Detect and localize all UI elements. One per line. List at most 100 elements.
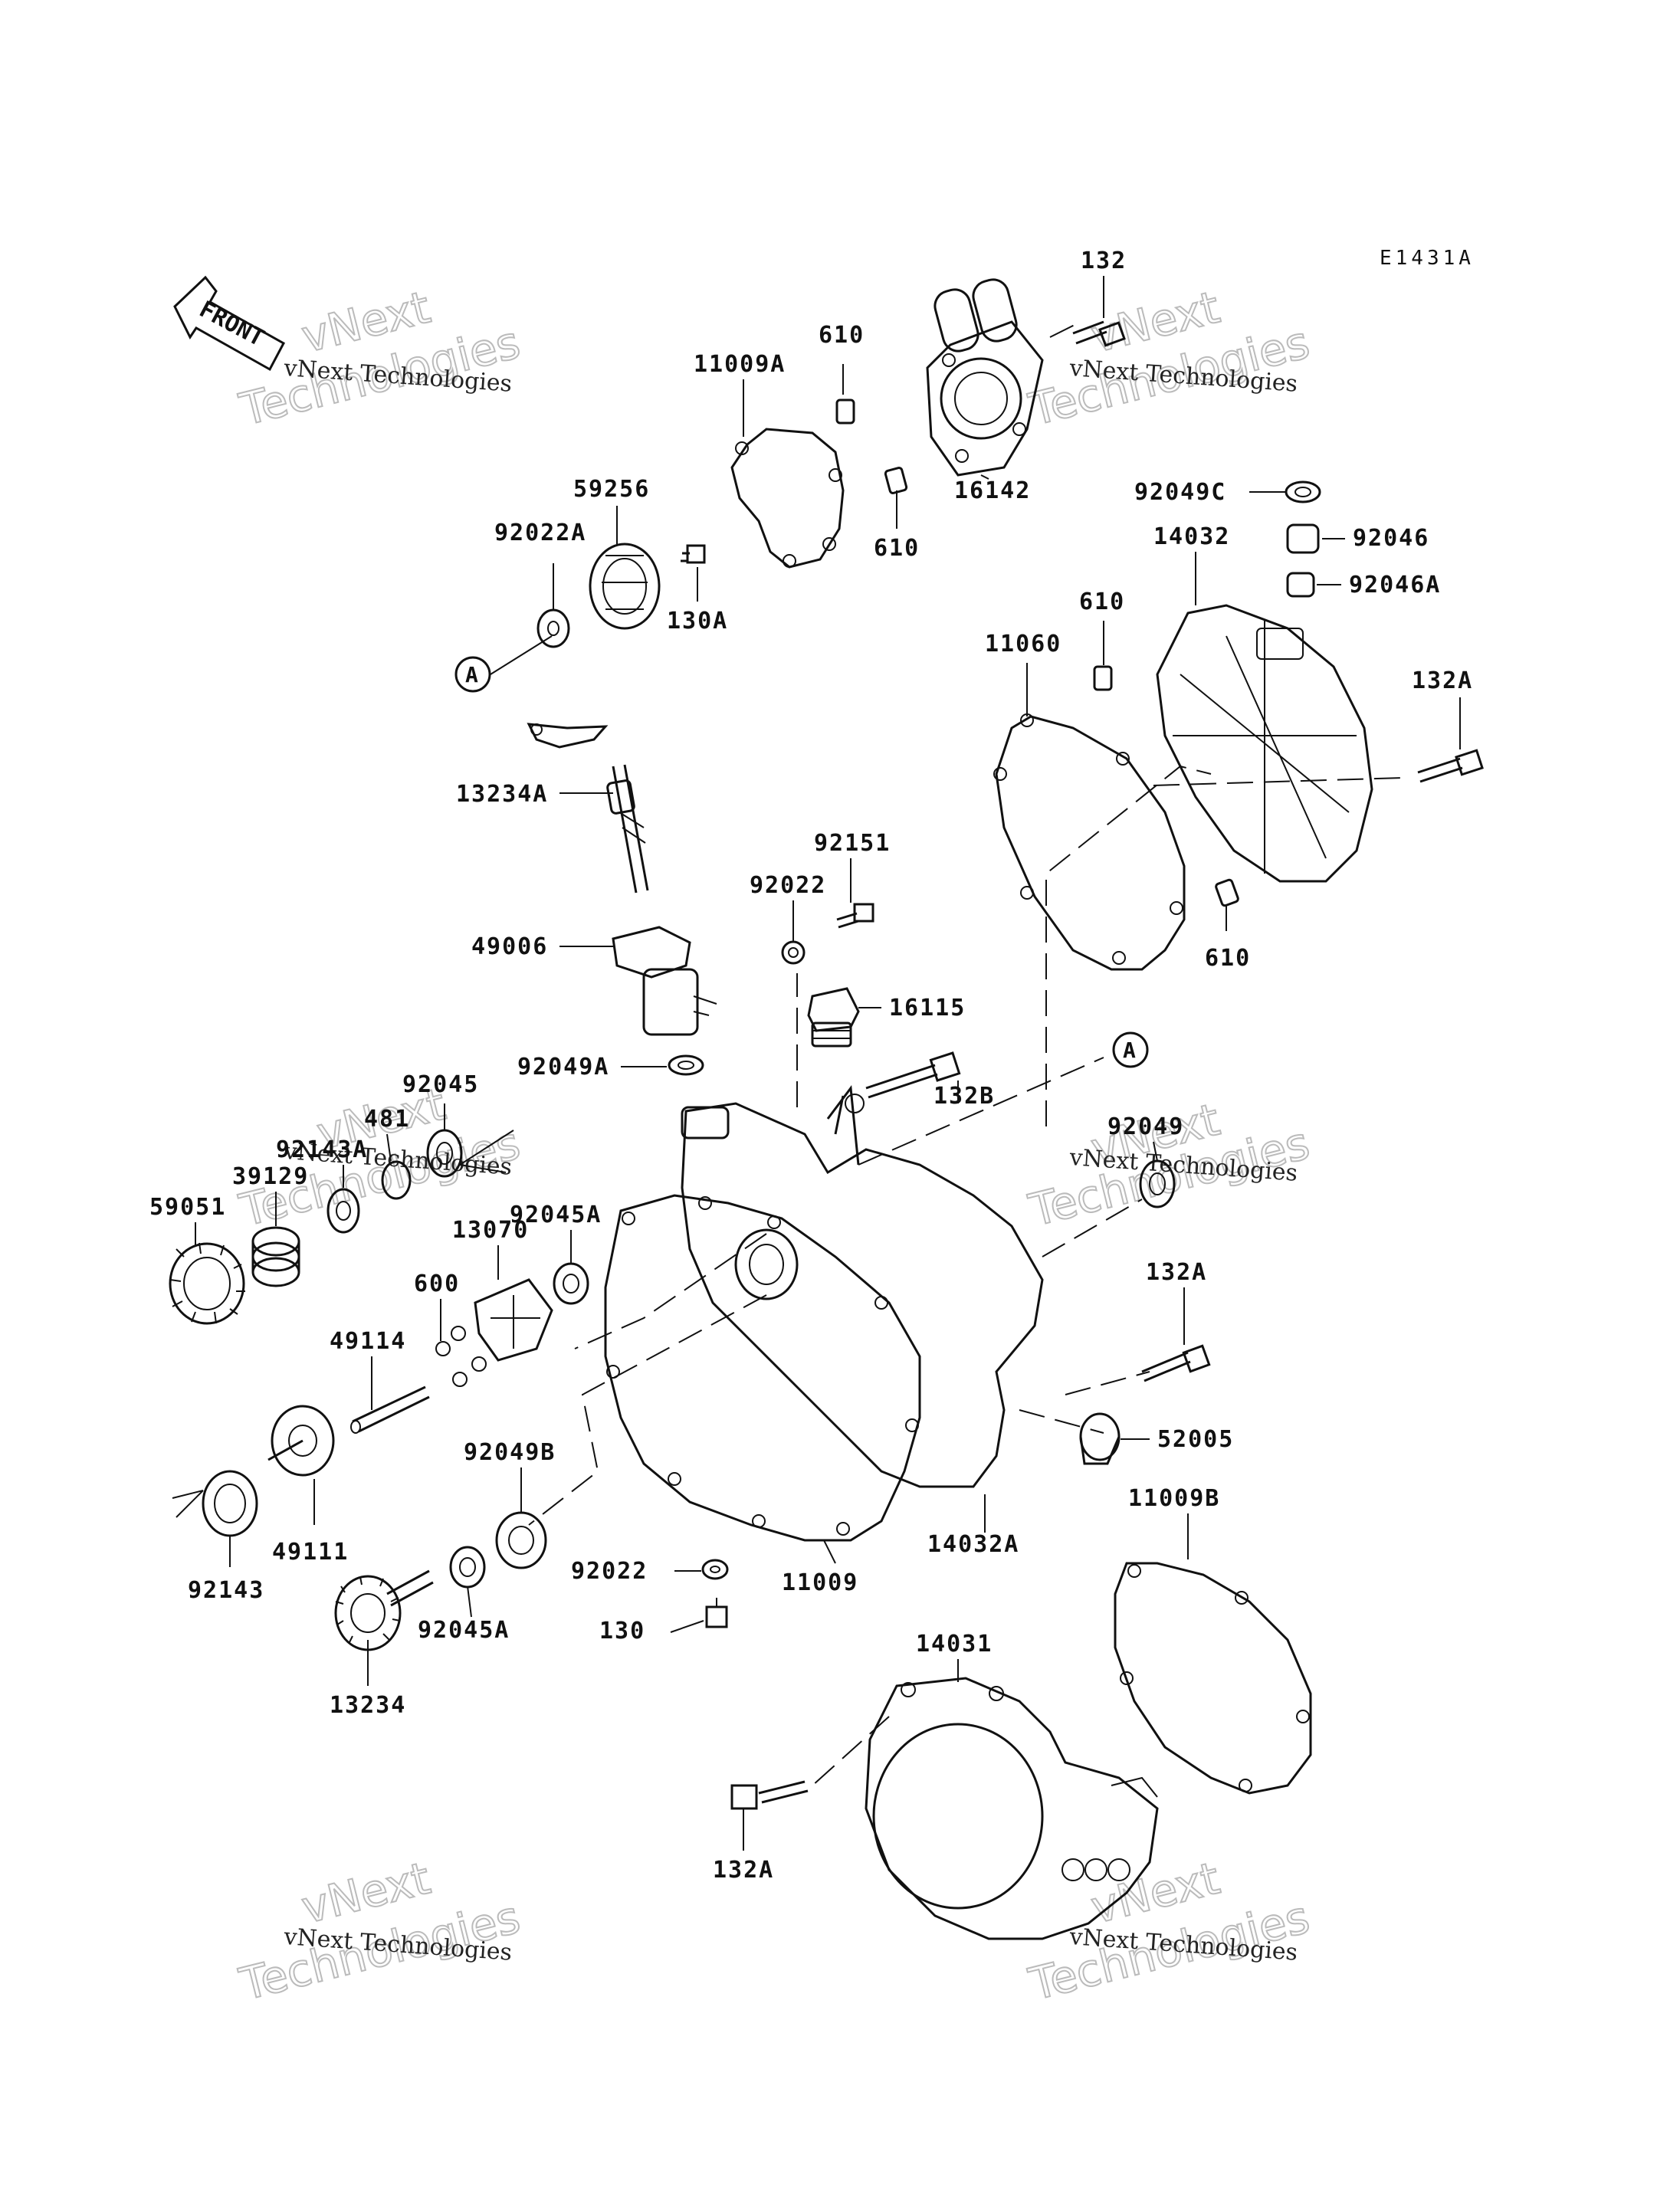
label-92049C: 92049C (1134, 479, 1226, 506)
label-14032A: 14032A (927, 1531, 1019, 1558)
label-13234: 13234 (330, 1692, 406, 1719)
bolt-130 (705, 1598, 728, 1628)
bush-92046 (1286, 523, 1320, 554)
label-610-c: 610 (1079, 589, 1125, 615)
label-49114: 49114 (330, 1328, 406, 1355)
label-39129: 39129 (232, 1163, 309, 1190)
label-610-b: 610 (874, 535, 920, 562)
label-92045: 92045 (402, 1071, 479, 1098)
label-130A: 130A (667, 608, 728, 635)
gasket-11060 (993, 713, 1186, 971)
dowel-610-a (835, 398, 855, 425)
svg-text:A: A (465, 662, 478, 687)
bolt-92151 (836, 903, 874, 929)
label-600: 600 (414, 1271, 460, 1297)
label-92049B: 92049B (464, 1439, 556, 1466)
bush-92046A (1286, 572, 1315, 598)
circlip-481 (381, 1160, 412, 1200)
magneto-cover-14031 (865, 1677, 1159, 1940)
gasket-11009B (1114, 1562, 1312, 1795)
bolt-132A-low (730, 1780, 809, 1810)
label-13070: 13070 (452, 1217, 529, 1244)
diagram-code: E1431A (1380, 247, 1475, 270)
label-92045A-top: 92045A (510, 1202, 602, 1228)
callout-a-left: A (454, 656, 491, 693)
gear-shaft-49111 (267, 1405, 335, 1477)
label-610-d: 610 (1205, 945, 1251, 972)
shaft-49114 (350, 1385, 430, 1434)
label-16115: 16115 (889, 995, 966, 1021)
leader-lines (195, 276, 1461, 1851)
label-610-a: 610 (819, 322, 865, 349)
label-132B: 132B (934, 1083, 995, 1110)
callout-a-right: A (1112, 1031, 1149, 1068)
clutch-cover-14032 (1156, 604, 1373, 883)
gasket-11009A (730, 428, 845, 569)
label-14031: 14031 (916, 1631, 993, 1658)
label-92143A: 92143A (276, 1136, 368, 1163)
washer-92022-low (701, 1559, 729, 1580)
seal-92049C (1285, 480, 1321, 503)
impeller-59256 (589, 543, 661, 630)
label-92046: 92046 (1353, 525, 1429, 552)
spring-39129 (251, 1226, 300, 1287)
dowel-610-c (1093, 665, 1113, 691)
label-49111: 49111 (272, 1539, 349, 1566)
label-52005: 52005 (1157, 1426, 1234, 1453)
watermark-top-left: vNext Technologies vNext Technologies (234, 280, 526, 437)
bearing-92045A-top (553, 1262, 589, 1305)
bolt-132-top (1072, 320, 1126, 347)
bolt-132B (865, 1051, 961, 1099)
label-11009: 11009 (782, 1569, 858, 1596)
label-481: 481 (364, 1106, 410, 1133)
dowel-610-d (1215, 878, 1239, 907)
dowel-610-b (884, 467, 908, 494)
watermark-top-right: vNext Technologies vNext Technologies (1023, 280, 1315, 437)
label-14032: 14032 (1153, 523, 1230, 550)
lever-49006 (612, 926, 717, 1036)
label-130: 130 (599, 1618, 645, 1644)
washer-92022A (536, 608, 570, 648)
front-arrow-icon: FRONT (173, 275, 286, 372)
gasket-11009 (604, 1194, 921, 1542)
label-59256: 59256 (573, 476, 650, 503)
label-92022A: 92022A (494, 520, 586, 546)
ring-92143 (202, 1470, 258, 1537)
label-132A-right: 132A (1412, 667, 1473, 694)
shaft-13234A (527, 723, 649, 894)
water-pump-cover-16142 (926, 278, 1044, 477)
plug-16115 (807, 987, 860, 1048)
cap-52005 (1079, 1412, 1121, 1465)
right-crankcase-cover-14032A (681, 1085, 1044, 1488)
collar-92143A (326, 1188, 360, 1234)
label-92143: 92143 (188, 1577, 264, 1604)
label-92022-mid: 92022 (750, 872, 826, 899)
seal-92049B (495, 1511, 547, 1569)
label-11060: 11060 (985, 631, 1061, 657)
label-92045A-low: 92045A (418, 1617, 510, 1644)
label-92046A: 92046A (1349, 572, 1441, 598)
seal-92049A (668, 1054, 704, 1076)
label-132A-low: 132A (713, 1857, 774, 1884)
label-11009A: 11009A (694, 351, 786, 378)
bearing-92045A-low (449, 1546, 486, 1589)
label-11009B: 11009B (1128, 1485, 1220, 1512)
label-92151: 92151 (814, 830, 891, 857)
svg-text:A: A (1123, 1038, 1136, 1063)
bolt-132A-right (1417, 749, 1484, 783)
bolt-132A-mid (1141, 1344, 1211, 1382)
label-13234A: 13234A (456, 781, 548, 808)
label-49006: 49006 (471, 933, 548, 960)
label-92049A: 92049A (517, 1054, 609, 1080)
label-92049: 92049 (1107, 1113, 1184, 1140)
ball-600 (435, 1326, 487, 1387)
label-132A-mid: 132A (1146, 1259, 1207, 1286)
label-132-top: 132 (1081, 248, 1127, 274)
label-59051: 59051 (149, 1194, 226, 1221)
label-16142: 16142 (954, 477, 1031, 504)
washer-92022-mid (781, 940, 806, 965)
gear-59051 (169, 1242, 245, 1325)
label-92022-low: 92022 (571, 1558, 648, 1585)
watermark-bottom-left: vNext Technologies vNext Technologies (234, 1851, 526, 2012)
